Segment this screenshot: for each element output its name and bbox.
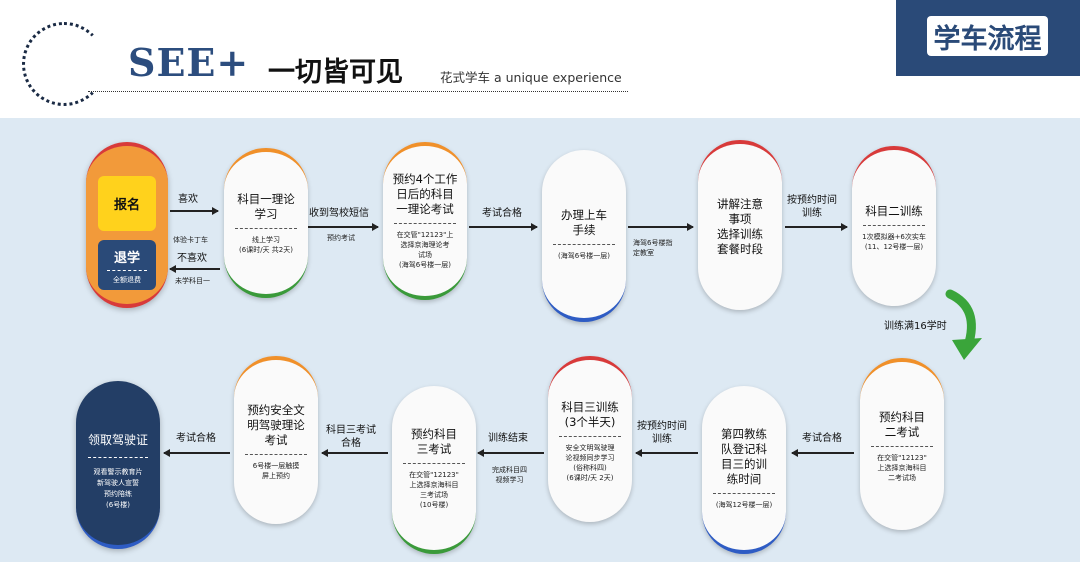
step-detail: 在交管"12123"上 选择京海理论考 试场 (海驾6号楼一层) xyxy=(396,231,454,269)
turn-arrow-icon xyxy=(945,289,982,360)
label-t8-note: 完成科目四 视频学习 xyxy=(492,466,527,484)
step-title: 预约科目 二考试 xyxy=(879,409,925,439)
step-title: 预约4个工作 日后的科目 一理论考试 xyxy=(392,172,458,216)
step-5-subject-two-training: 科目二训练 1次模拟器+6次实车 (11、12号楼一层) xyxy=(852,146,936,306)
label-t1-note: 预约考试 xyxy=(327,234,355,242)
badge-label: 学车流程 xyxy=(927,16,1048,56)
step-title: 办理上车 手续 xyxy=(561,207,607,237)
withdraw-label: 退学 xyxy=(113,251,140,266)
label-t8: 训练结束 xyxy=(488,433,528,444)
step-divider xyxy=(235,227,297,229)
step-2-book-theory-exam: 预约4个工作 日后的科目 一理论考试 在交管"12123"上 选择京海理论考 试… xyxy=(383,142,467,300)
step-10-book-safety-theory-exam: 预约安全文 明驾驶理论 考试 6号楼一层触摸 屏上预约 xyxy=(234,356,318,524)
step-title: 科目二训练 xyxy=(865,204,923,218)
step-6-book-subject-two-exam: 预约科目 二考试 在交管"12123" 上选择京海科目 二考试场 xyxy=(860,358,944,530)
step-detail: 1次模拟器+6次实车 (11、12号楼一层) xyxy=(862,233,926,251)
step-detail: (海驾6号楼一层) xyxy=(558,251,610,260)
signup-box[interactable]: 报名 xyxy=(98,176,156,231)
step-9-book-subject-three-exam: 预约科目 三考试 在交管"12123" 上选择京海科目 三考试场 (10号楼) xyxy=(392,386,476,554)
label-t2: 考试合格 xyxy=(482,208,522,219)
label-dislike: 不喜欢 xyxy=(177,253,207,264)
step-divider xyxy=(403,462,465,464)
label-turn: 训练满16学时 xyxy=(884,321,947,332)
arrow-dislike xyxy=(169,265,220,272)
step-divider xyxy=(394,223,456,224)
step-title: 科目一理论 学习 xyxy=(237,191,295,221)
arrow-10-final xyxy=(163,449,230,456)
arrow-like xyxy=(170,207,219,214)
step-detail: 线上学习 (6课时/天 共2天) xyxy=(239,235,293,254)
arrow-4-5 xyxy=(785,223,848,230)
step-detail: 安全文明驾驶理 论视频同步学习 (俗称科四) (6课时/天 2天) xyxy=(565,443,615,482)
dotted-circle-decoration xyxy=(22,22,106,106)
step-divider xyxy=(863,225,925,226)
label-like-note: 体验卡丁车 xyxy=(173,236,208,244)
step-divider xyxy=(559,435,621,437)
header: SEE+ 一切皆可见 花式学车 a unique experience 学车流程 xyxy=(0,0,1080,118)
step-7-register-subject-three: 第四教练 队登记科 目三的训 练时间 (海驾12号楼一层) xyxy=(702,386,786,554)
step-title: 预约科目 三考试 xyxy=(411,426,457,456)
withdraw-box[interactable]: 退学 全额退费 xyxy=(98,240,156,290)
label-like: 喜欢 xyxy=(178,194,198,205)
arrow-3-4 xyxy=(628,223,694,230)
arrow-8-9 xyxy=(477,449,544,456)
label-t9: 科目三考试 合格 xyxy=(326,425,376,449)
arrow-7-8 xyxy=(635,449,698,456)
step-8-subject-three-training: 科目三训练 (3个半天) 安全文明驾驶理 论视频同步学习 (俗称科四) (6课时… xyxy=(548,356,632,522)
arrow-9-10 xyxy=(321,449,388,456)
final-detail: 观看警示教育片 新驾驶人宣誓 预约陪练 (6号楼) xyxy=(93,468,143,509)
title-badge: 学车流程 xyxy=(896,0,1080,76)
withdraw-divider xyxy=(107,270,147,271)
step-divider xyxy=(553,243,615,245)
subtitle: 花式学车 a unique experience xyxy=(440,70,622,85)
step-final-license: 领取驾驶证 观看警示教育片 新驾驶人宣誓 预约陪练 (6号楼) xyxy=(76,381,160,549)
step-1-theory-study: 科目一理论 学习 线上学习 (6课时/天 共2天) xyxy=(224,148,308,298)
step-title: 预约安全文 明驾驶理论 考试 xyxy=(247,403,305,447)
slogan: 一切皆可见 xyxy=(268,57,403,88)
label-t1: 收到驾校短信 xyxy=(309,208,369,219)
arrow-6-7 xyxy=(791,449,854,456)
label-t10: 考试合格 xyxy=(176,433,216,444)
step-detail: 在交管"12123" 上选择京海科目 三考试场 (10号楼) xyxy=(409,470,459,509)
step-divider xyxy=(713,492,775,494)
label-t3-note: 海驾6号楼指 定教室 xyxy=(633,239,673,257)
step-detail: (海驾12号楼一层) xyxy=(715,500,773,509)
step-title: 讲解注意 事项 选择训练 套餐时段 xyxy=(717,197,763,256)
final-title: 领取驾驶证 xyxy=(87,433,148,447)
label-t6: 考试合格 xyxy=(802,433,842,444)
label-t4: 按预约时间 训练 xyxy=(787,195,837,219)
refund-label: 全额退费 xyxy=(113,276,141,284)
label-dislike-note: 未学科目一 xyxy=(175,277,210,285)
header-divider xyxy=(88,91,628,92)
step-3-registration: 办理上车 手续 (海驾6号楼一层) xyxy=(542,150,626,322)
step-title: 第四教练 队登记科 目三的训 练时间 xyxy=(721,426,767,486)
step-divider xyxy=(245,454,307,455)
start-capsule: 报名 退学 全额退费 xyxy=(86,142,168,308)
step-4-briefing: 讲解注意 事项 选择训练 套餐时段 xyxy=(698,140,782,310)
arrow-1-2 xyxy=(308,223,379,230)
step-detail: 6号楼一层触摸 屏上预约 xyxy=(252,462,300,480)
label-t7: 按预约时间 训练 xyxy=(637,421,687,445)
step-divider xyxy=(871,445,933,447)
step-title: 科目三训练 (3个半天) xyxy=(561,399,619,429)
arrow-2-3 xyxy=(469,223,538,230)
final-divider xyxy=(88,457,148,458)
brand-logo: SEE+ xyxy=(128,40,250,85)
step-detail: 在交管"12123" 上选择京海科目 二考试场 xyxy=(877,453,927,482)
